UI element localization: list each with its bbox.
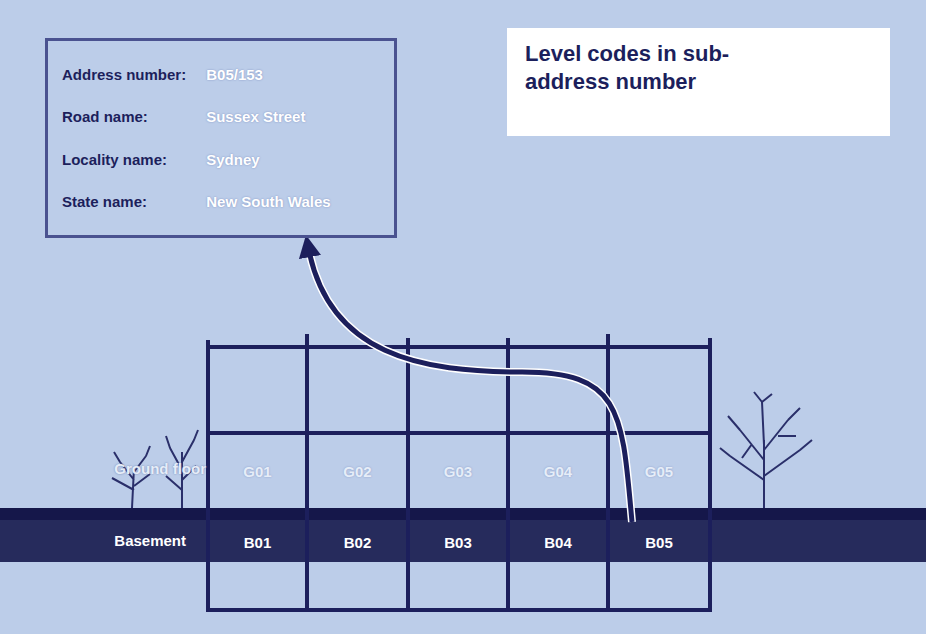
level-code: B04 xyxy=(544,534,572,551)
basement-cell: B04 xyxy=(510,522,606,562)
level-code: B05 xyxy=(645,534,673,551)
ground-floor-cell: G03 xyxy=(410,435,506,507)
tree xyxy=(720,392,812,508)
level-code: G01 xyxy=(243,463,271,480)
address-box: Address number: B05/153Road name: Sussex S… xyxy=(45,38,397,238)
basement-cell: B01 xyxy=(210,522,305,562)
field-label: Locality name: xyxy=(62,145,186,174)
level-code: B01 xyxy=(244,534,272,551)
arrow-outline xyxy=(308,246,632,522)
field-value: Sussex Street xyxy=(206,102,380,131)
field-value: B05/153 xyxy=(206,60,380,89)
field-label: State name: xyxy=(62,187,186,216)
ground-floor-cell: G04 xyxy=(510,435,606,507)
basement-cell: B03 xyxy=(410,522,506,562)
curved-arrow xyxy=(308,246,632,522)
ground-floor-cell: G01 xyxy=(210,435,305,507)
level-code: G02 xyxy=(343,463,371,480)
floor-label: Basement xyxy=(30,532,186,549)
title-box: Level codes in sub-address number xyxy=(507,28,890,136)
basement-cell: B05 xyxy=(610,522,708,562)
building-frame xyxy=(206,334,712,612)
basement-cell: B02 xyxy=(309,522,406,562)
field-label: Address number: xyxy=(62,60,186,89)
ground-floor-cell: G05 xyxy=(610,435,708,507)
arrow-line xyxy=(308,246,632,522)
field-value: Sydney xyxy=(206,145,380,174)
ground-floor-cell: G02 xyxy=(309,435,406,507)
level-code: G04 xyxy=(544,463,572,480)
level-code: B02 xyxy=(344,534,372,551)
title-text: Level codes in sub-address number xyxy=(525,40,765,95)
level-code: G03 xyxy=(444,463,472,480)
ground-line xyxy=(0,508,926,520)
field-value: New South Wales xyxy=(206,187,380,216)
field-label: Road name: xyxy=(62,102,186,131)
level-code: G05 xyxy=(645,463,673,480)
floor-label: Ground floor xyxy=(30,460,206,477)
level-code: B03 xyxy=(444,534,472,551)
